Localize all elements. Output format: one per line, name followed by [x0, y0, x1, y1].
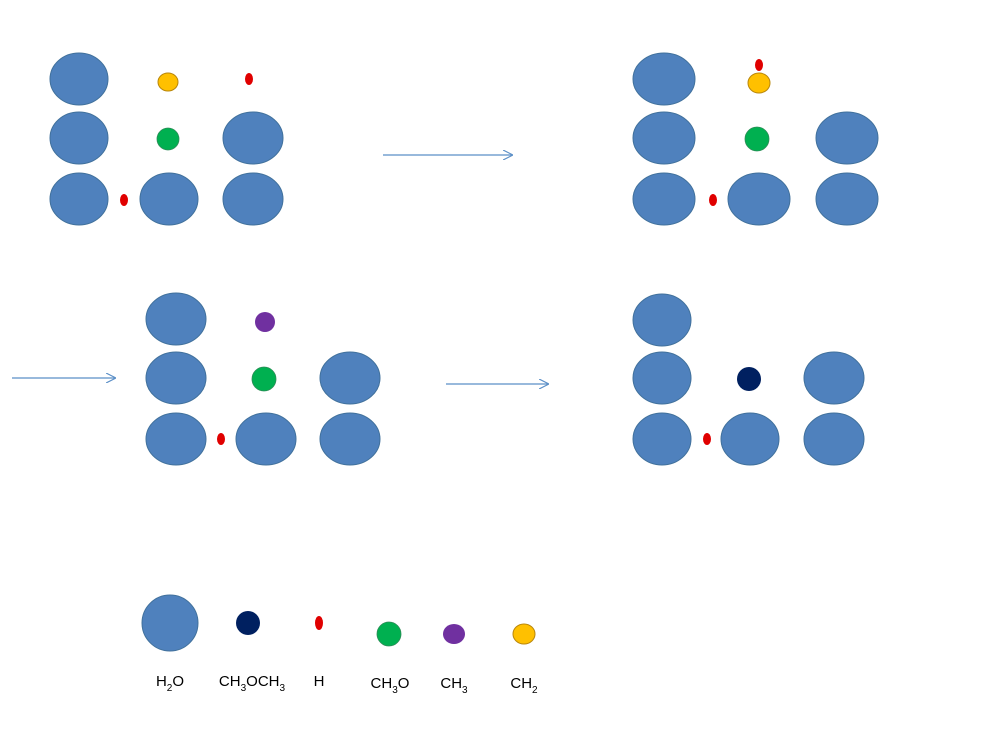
panel-step-4	[632, 293, 865, 466]
ch2-species-icon	[512, 623, 536, 645]
h2o-molecule	[319, 412, 381, 466]
h2o-molecule	[815, 172, 879, 226]
ch2-species	[747, 72, 771, 94]
h2o-molecule	[49, 172, 109, 226]
h2o-molecule	[632, 111, 696, 165]
ch3o-species-icon	[376, 621, 402, 647]
legend-label-ch3: CH3	[440, 675, 468, 696]
h2o-molecule	[720, 412, 780, 466]
panel-step-3	[145, 292, 381, 466]
hydrogen-atom	[217, 433, 225, 445]
h2o-molecule	[222, 172, 284, 226]
legend-label-ch2: CH2	[510, 675, 538, 696]
h2o-molecule	[632, 172, 696, 226]
panel-step-2	[632, 52, 879, 226]
hydrogen-atom	[120, 194, 128, 206]
h2o-molecule	[632, 293, 692, 347]
hydrogen-atom-icon	[315, 616, 323, 630]
h2o-molecule	[632, 351, 692, 405]
ch3och3-molecule-icon	[236, 611, 260, 635]
h2o-molecule	[632, 52, 696, 106]
ch3o-species	[156, 127, 180, 151]
hydrogen-atom	[245, 73, 253, 85]
h2o-molecule	[803, 351, 865, 405]
hydrogen-atom	[709, 194, 717, 206]
ch3o-species	[744, 126, 770, 152]
h2o-molecule	[632, 412, 692, 466]
h2o-molecule	[803, 412, 865, 466]
ch3-species-icon	[443, 624, 465, 644]
ch2-species	[157, 72, 179, 92]
legend-label-h2o: H2O	[155, 673, 185, 694]
h2o-molecule	[222, 111, 284, 165]
legend	[141, 594, 536, 652]
h2o-molecule	[49, 52, 109, 106]
h2o-molecule	[145, 412, 207, 466]
h2o-molecule	[49, 111, 109, 165]
h2o-molecule	[235, 412, 297, 466]
ch3-species	[255, 312, 275, 332]
h2o-molecule	[319, 351, 381, 405]
ch3o-species	[251, 366, 277, 392]
legend-label-ch3och3: CH3OCH3	[218, 673, 286, 694]
h2o-molecule-icon	[141, 594, 199, 652]
h2o-molecule	[145, 351, 207, 405]
panel-step-1	[49, 52, 284, 226]
h2o-molecule	[727, 172, 791, 226]
hydrogen-atom	[703, 433, 711, 445]
h2o-molecule	[145, 292, 207, 346]
h2o-molecule	[139, 172, 199, 226]
legend-label-h: H	[313, 673, 325, 690]
hydrogen-atom	[755, 59, 763, 71]
legend-label-ch3o: CH3O	[370, 675, 410, 696]
ch3och3-molecule	[737, 367, 761, 391]
h2o-molecule	[815, 111, 879, 165]
